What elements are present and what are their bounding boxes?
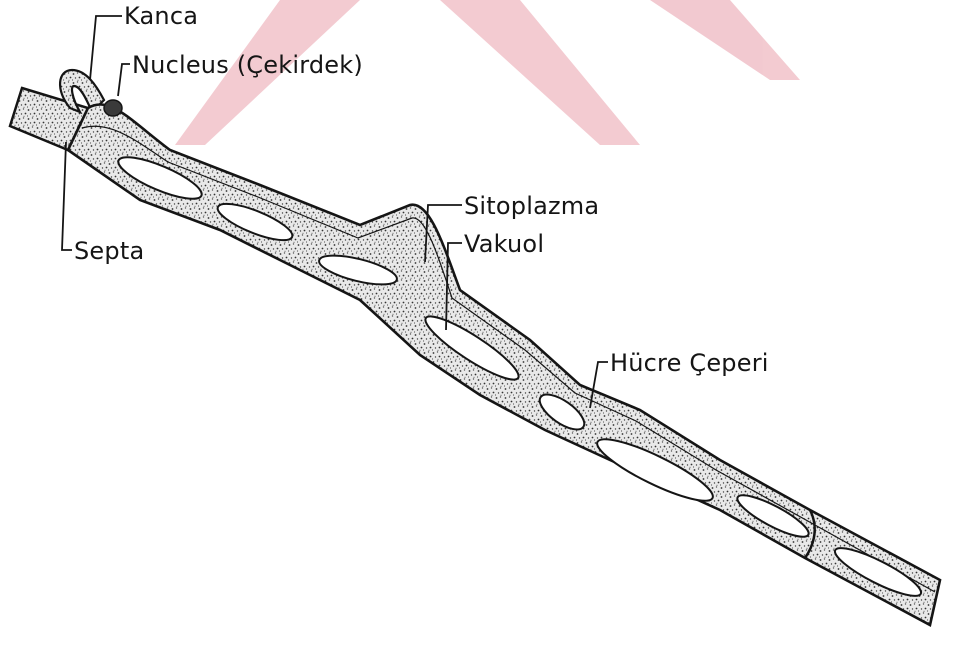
label-septa: Septa bbox=[74, 238, 144, 264]
nucleus bbox=[104, 100, 122, 116]
label-kanca: Kanca bbox=[124, 3, 198, 29]
nucleus-leader bbox=[118, 64, 130, 96]
label-hucre-ceperi: Hücre Çeperi bbox=[610, 350, 769, 376]
kanca-leader bbox=[90, 16, 122, 80]
septa-leader bbox=[62, 142, 72, 250]
label-nucleus: Nucleus (Çekirdek) bbox=[132, 52, 363, 78]
label-sitoplazma: Sitoplazma bbox=[464, 193, 599, 219]
label-vakuol: Vakuol bbox=[464, 231, 544, 257]
